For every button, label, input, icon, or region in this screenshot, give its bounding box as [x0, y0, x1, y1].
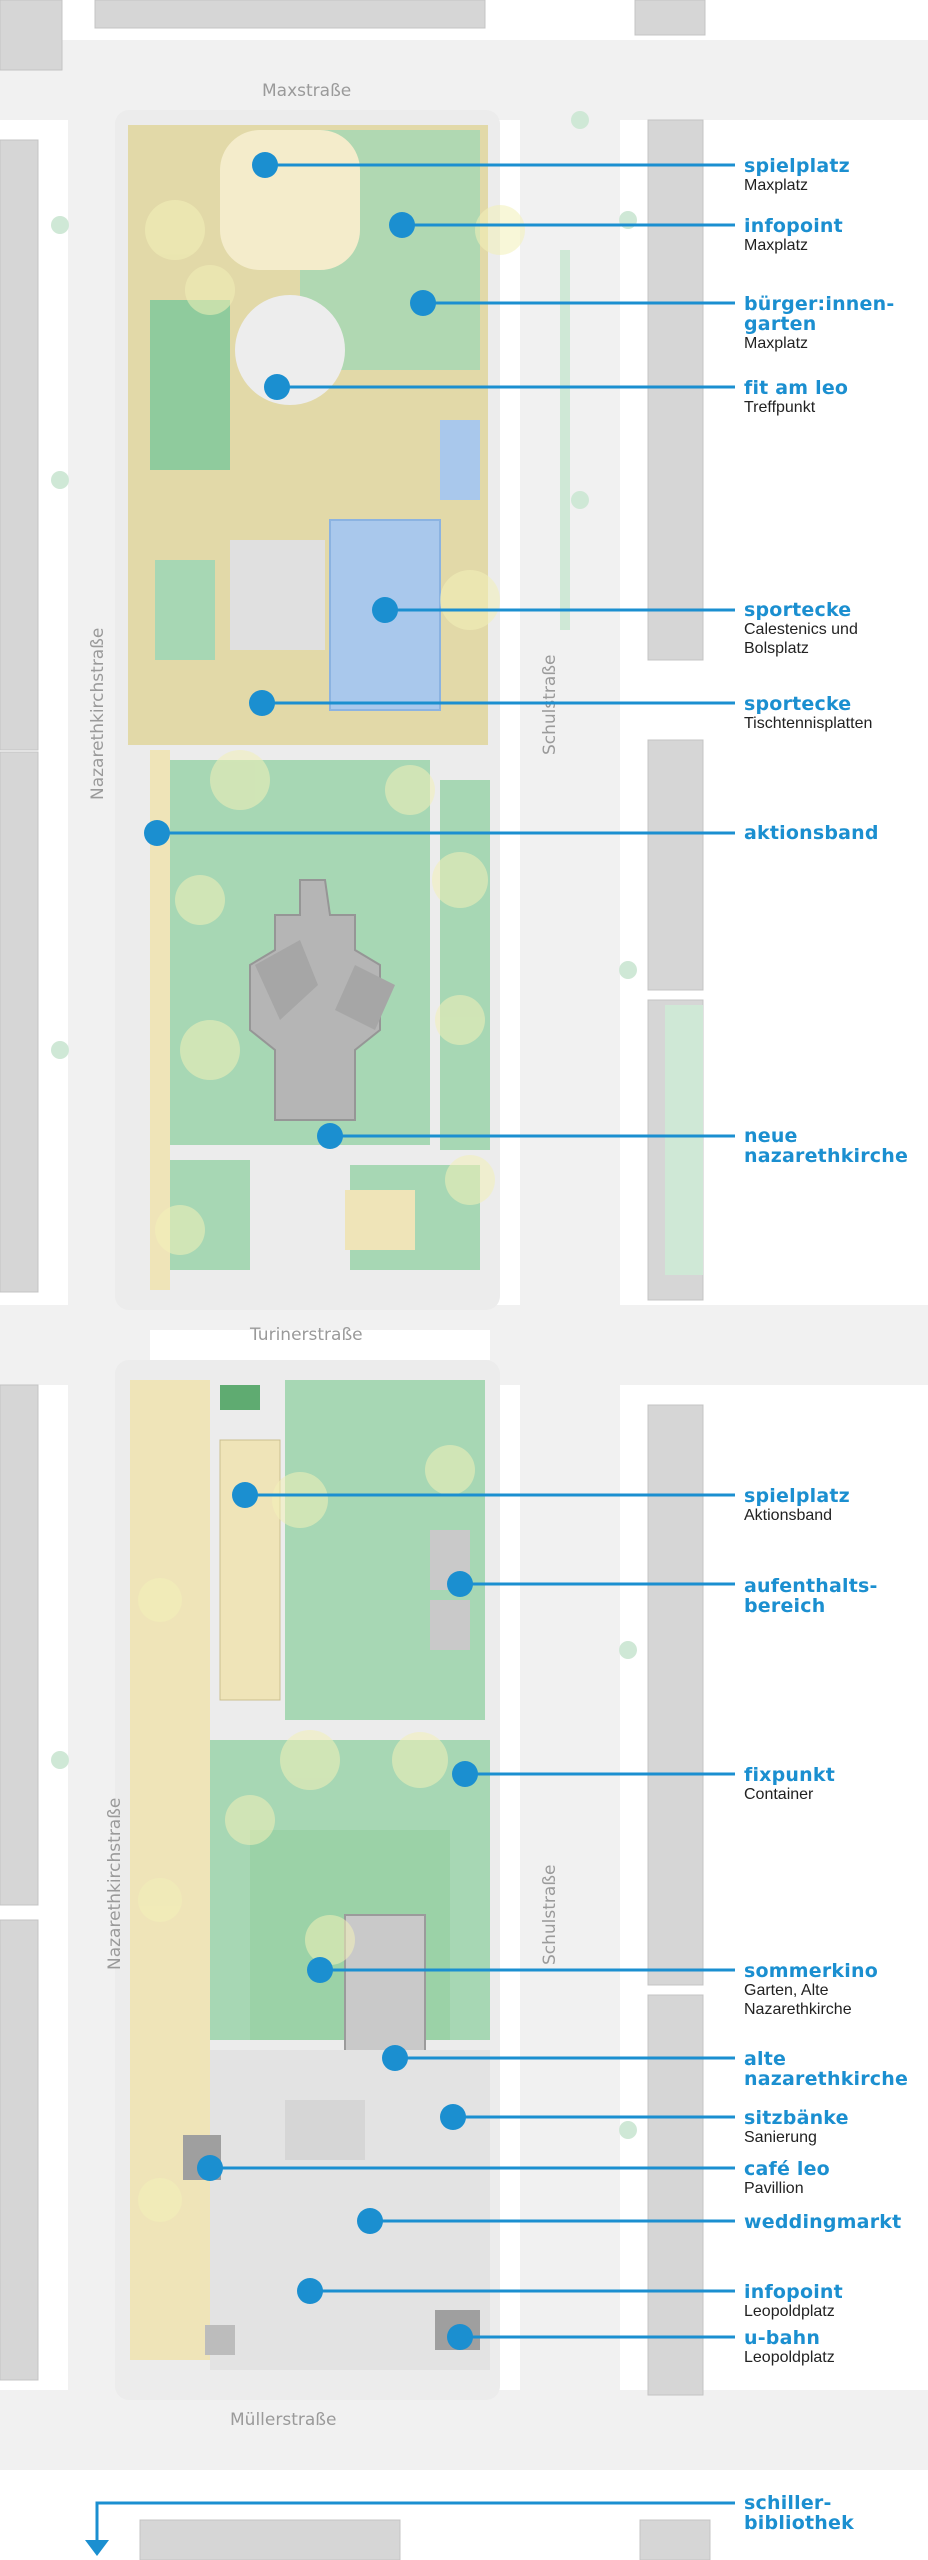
street-label-maxstrasse: Maxstraße [262, 81, 351, 101]
callout-marker-neue-nazarethkirche[interactable] [317, 1123, 343, 1149]
street-label-schulstrasse-south: Schulstraße [540, 1864, 560, 1965]
callout-subtitle-fit-am-leo: Treffpunkt [744, 399, 816, 416]
tree-canopy [138, 200, 525, 2222]
callout-subtitle-infopoint-leopoldplatz: Leopoldplatz [744, 2303, 835, 2320]
callout-title-weddingmarkt[interactable]: weddingmarkt [744, 2211, 902, 2233]
callout-marker-sitzbaenke[interactable] [440, 2104, 466, 2130]
callout-title-infopoint-leopoldplatz[interactable]: infopoint [744, 2281, 843, 2303]
building-accents [560, 250, 703, 1275]
callout-title-buergergarten[interactable]: bürger:innen- garten [744, 293, 895, 335]
callout-marker-weddingmarkt[interactable] [357, 2208, 383, 2234]
callout-connectors [157, 163, 735, 2339]
callout-title-infopoint-maxplatz[interactable]: infopoint [744, 215, 843, 237]
callout-marker-alte-nazarethkirche[interactable] [382, 2045, 408, 2071]
north-block [115, 110, 500, 1310]
callout-title-sitzbaenke[interactable]: sitzbänke [744, 2107, 849, 2129]
callout-subtitle-sportecke-calestenics: Calestenics und Bolsplatz [744, 621, 858, 657]
callout-marker-u-bahn[interactable] [447, 2324, 473, 2350]
schiller-bibliothek-arrow [85, 2501, 735, 2556]
callout-marker-spielplatz-aktionsband[interactable] [232, 1482, 258, 1508]
callout-title-sportecke-tischtennis[interactable]: sportecke [744, 693, 852, 715]
callout-marker-aufenthaltsbereich[interactable] [447, 1571, 473, 1597]
callout-markers [144, 152, 478, 2350]
callout-title-fit-am-leo[interactable]: fit am leo [744, 377, 849, 399]
callout-title-sommerkino[interactable]: sommerkino [744, 1960, 878, 1982]
callout-title-u-bahn[interactable]: u-bahn [744, 2327, 821, 2349]
callout-title-schiller-bibliothek[interactable]: schiller- bibliothek [744, 2492, 854, 2534]
south-block [115, 1360, 500, 2400]
callout-subtitle-infopoint-maxplatz: Maxplatz [744, 237, 809, 254]
callout-subtitle-cafe-leo: Pavillion [744, 2180, 804, 2197]
callout-marker-infopoint-maxplatz[interactable] [389, 212, 415, 238]
callout-marker-cafe-leo[interactable] [197, 2155, 223, 2181]
callout-subtitle-spielplatz-aktionsband: Aktionsband [744, 1507, 833, 1524]
street-label-nazarethkirchstrasse-south: Nazarethkirchstraße [105, 1798, 125, 1970]
callout-subtitle-sitzbaenke: Sanierung [744, 2129, 817, 2146]
callout-marker-sportecke-tischtennis[interactable] [249, 690, 275, 716]
callout-title-fixpunkt[interactable]: fixpunkt [744, 1764, 836, 1786]
callout-title-spielplatz-maxplatz[interactable]: spielplatz [744, 155, 850, 177]
callout-title-sportecke-calestenics[interactable]: sportecke [744, 599, 852, 621]
callout-title-aktionsband[interactable]: aktionsband [744, 822, 879, 844]
callout-marker-fixpunkt[interactable] [452, 1761, 478, 1787]
street-label-nazarethkirchstrasse-north: Nazarethkirchstraße [88, 628, 108, 800]
street-label-turinerstrasse: Turinerstraße [249, 1325, 363, 1345]
callout-marker-sommerkino[interactable] [307, 1957, 333, 1983]
callout-marker-buergergarten[interactable] [410, 290, 436, 316]
callout-marker-aktionsband[interactable] [144, 820, 170, 846]
callout-marker-sportecke-calestenics[interactable] [372, 597, 398, 623]
neue-nazarethkirche-building [249, 879, 395, 1121]
street-label-muellerstrasse: Müllerstraße [230, 2410, 336, 2430]
callout-subtitle-fixpunkt: Container [744, 1786, 814, 1803]
callout-marker-spielplatz-maxplatz[interactable] [252, 152, 278, 178]
callout-marker-fit-am-leo[interactable] [264, 374, 290, 400]
callout-title-aufenthaltsbereich[interactable]: aufenthalts- bereich [744, 1575, 878, 1617]
callout-subtitle-sportecke-tischtennis: Tischtennisplatten [744, 715, 873, 732]
callout-subtitle-spielplatz-maxplatz: Maxplatz [744, 177, 809, 194]
street-label-schulstrasse-north: Schulstraße [540, 654, 560, 755]
callout-subtitle-buergergarten: Maxplatz [744, 335, 809, 352]
callout-subtitle-sommerkino: Garten, Alte Nazarethkirche [744, 1982, 852, 2018]
callout-title-alte-nazarethkirche[interactable]: alte nazarethkirche [744, 2048, 909, 2090]
callout-title-cafe-leo[interactable]: café leo [744, 2158, 830, 2180]
callout-title-neue-nazarethkirche[interactable]: neue nazarethkirche [744, 1125, 909, 1167]
callout-marker-infopoint-leopoldplatz[interactable] [297, 2278, 323, 2304]
callout-title-spielplatz-aktionsband[interactable]: spielplatz [744, 1485, 850, 1507]
surrounding-buildings [0, 0, 711, 2560]
callout-subtitle-u-bahn: Leopoldplatz [744, 2349, 835, 2366]
